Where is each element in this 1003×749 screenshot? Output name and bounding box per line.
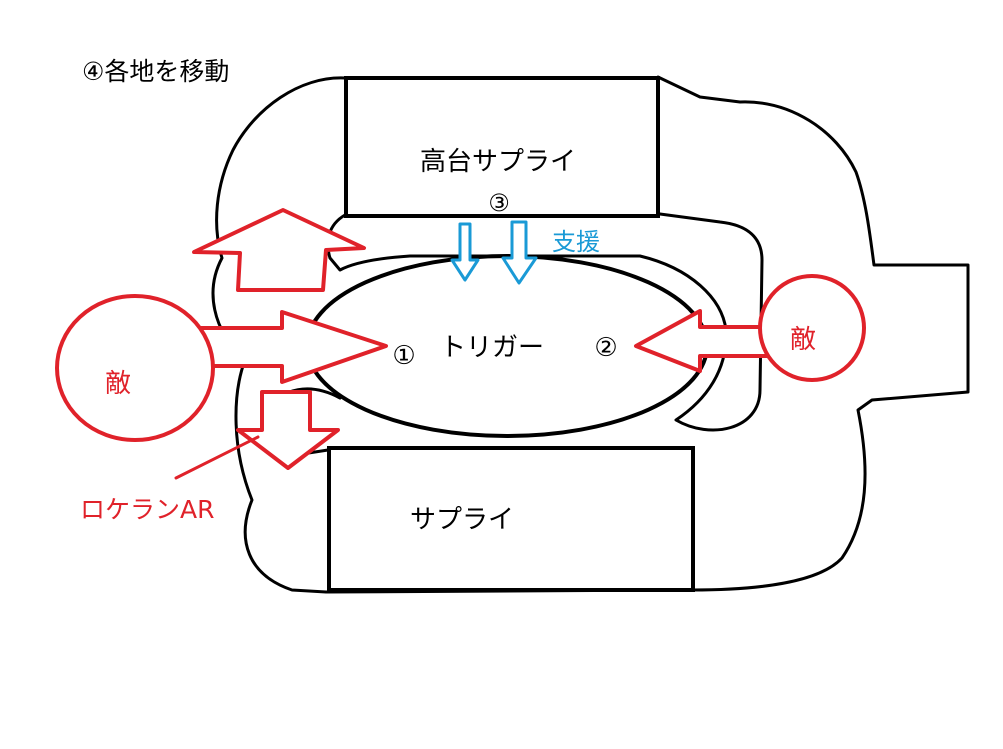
marker-two: ② xyxy=(594,333,617,363)
supply-box xyxy=(327,446,695,592)
marker-one: ① xyxy=(392,341,415,371)
rocket-launcher-label: ロケランAR xyxy=(80,495,214,524)
arrow-up xyxy=(192,208,366,292)
support-arrow-right xyxy=(501,220,538,285)
marker-three: ③ xyxy=(488,189,510,217)
enemy-left-circle xyxy=(55,294,215,442)
arrow-into-trigger-right xyxy=(634,309,772,373)
map-outline xyxy=(211,75,970,594)
arrow-down xyxy=(236,390,340,470)
high-supply-label: 高台サプライ xyxy=(420,147,576,177)
rocket-launcher-pointer xyxy=(174,435,260,480)
trigger-label: トリガー xyxy=(440,333,544,363)
support-arrow-left xyxy=(450,222,480,282)
diagram-title: ④各地を移動 xyxy=(82,57,229,86)
support-label: 支援 xyxy=(552,228,600,256)
enemy-right-circle xyxy=(758,274,866,382)
high-supply-box xyxy=(344,76,660,218)
enemy-right-label: 敵 xyxy=(790,325,816,355)
supply-label: サプライ xyxy=(410,505,514,535)
enemy-left-label: 敵 xyxy=(105,369,131,399)
